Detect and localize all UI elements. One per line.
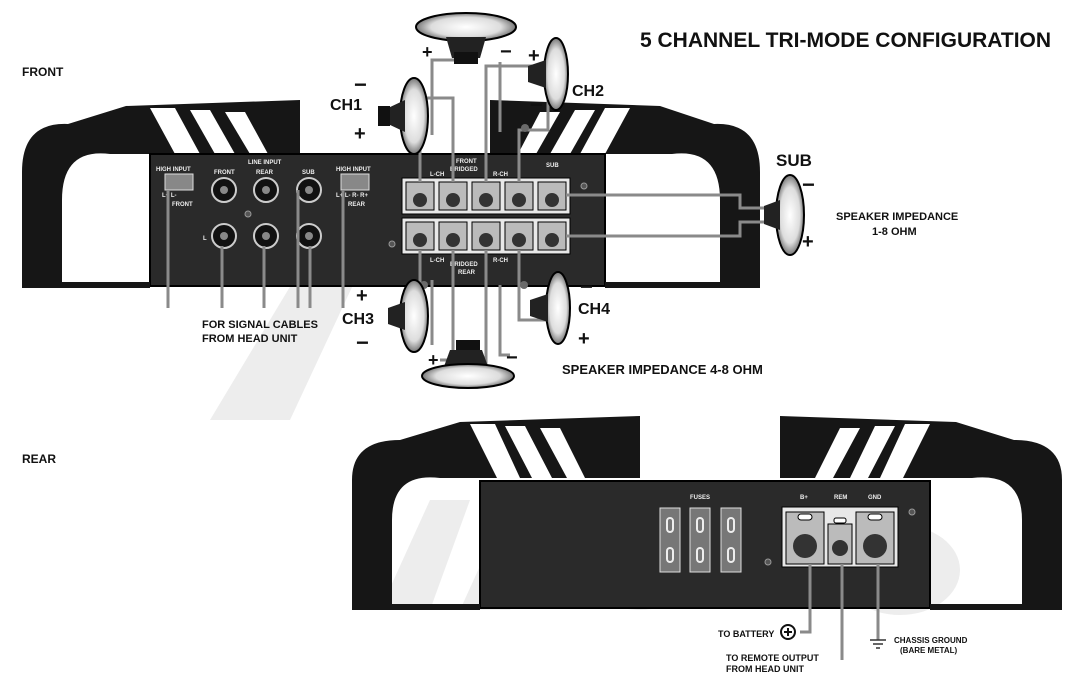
speaker-rear-bridged bbox=[421, 340, 515, 389]
rear-bridged-plus: + bbox=[428, 350, 439, 370]
rear-bridged-minus: − bbox=[506, 347, 518, 369]
terminal-lch-label: L-CH bbox=[430, 172, 444, 178]
remote-line2: FROM HEAD UNIT bbox=[726, 664, 804, 674]
ch2-plus: + bbox=[528, 45, 540, 67]
ground-icon bbox=[870, 639, 886, 649]
sub-impedance-line2: 1-8 OHM bbox=[872, 226, 917, 238]
speaker-ch2 bbox=[528, 37, 569, 111]
high-input-front-title: HIGH INPUT bbox=[156, 167, 191, 173]
sub-label: SUB bbox=[776, 151, 812, 170]
high-input-front-connector[interactable] bbox=[164, 173, 194, 191]
terminal-front-label: FRONT bbox=[456, 159, 477, 165]
remote-line1: TO REMOTE OUTPUT bbox=[726, 653, 819, 663]
speaker-ch1 bbox=[378, 77, 429, 155]
chassis-ground-line1: CHASSIS GROUND bbox=[894, 636, 968, 645]
ch3-minus: − bbox=[356, 330, 369, 355]
terminal-bottom-lch-label: L-CH bbox=[430, 258, 444, 264]
terminal-bottom-bridged-label: BRIDGED bbox=[450, 262, 478, 268]
terminal-sub-label: SUB bbox=[546, 163, 559, 169]
speaker-ch3 bbox=[388, 279, 429, 353]
front-bridged-minus: − bbox=[500, 41, 512, 63]
terminal-bridged-label: BRIDGED bbox=[450, 167, 478, 173]
fuses-label: FUSES bbox=[690, 495, 710, 501]
line-input-label: LINE INPUT bbox=[248, 160, 282, 166]
speaker-sub bbox=[764, 174, 805, 256]
front-section-label: FRONT bbox=[22, 65, 64, 79]
high-input-rear-connector[interactable] bbox=[340, 173, 370, 191]
rear-rca-label: REAR bbox=[256, 170, 274, 176]
l-channel-label: L bbox=[203, 236, 207, 242]
ch1-plus: + bbox=[354, 123, 366, 145]
ch1-label: CH1 bbox=[330, 97, 362, 114]
gnd-label: GND bbox=[868, 495, 882, 501]
fuse-2[interactable] bbox=[689, 507, 711, 573]
bplus-label: B+ bbox=[800, 495, 808, 501]
ch4-minus: − bbox=[580, 274, 593, 299]
high-input-rear-pins: L+ L- R- R+ bbox=[336, 193, 368, 199]
ch2-label: CH2 bbox=[572, 83, 604, 100]
rear-section-label: REAR bbox=[22, 452, 56, 466]
chassis-ground-line2: (BARE METAL) bbox=[900, 646, 958, 655]
ch4-plus: + bbox=[578, 328, 590, 350]
high-input-rear-sub: REAR bbox=[348, 202, 366, 208]
fuse-1[interactable] bbox=[659, 507, 681, 573]
sub-impedance-line1: SPEAKER IMPEDANCE bbox=[836, 211, 958, 223]
high-input-rear-title: HIGH INPUT bbox=[336, 167, 371, 173]
ch1-minus: − bbox=[354, 72, 367, 97]
ch4-label: CH4 bbox=[578, 301, 610, 318]
power-wires bbox=[800, 564, 880, 660]
sub-plus: + bbox=[802, 231, 814, 253]
sub-rca-label: SUB bbox=[302, 170, 315, 176]
fuses bbox=[659, 507, 742, 573]
front-bridged-plus: + bbox=[422, 42, 433, 62]
speaker-front-bridged bbox=[415, 12, 517, 64]
sub-minus: − bbox=[802, 172, 815, 197]
speaker-impedance-note: SPEAKER IMPEDANCE 4-8 OHM bbox=[562, 362, 763, 377]
to-battery-label: TO BATTERY bbox=[718, 629, 774, 639]
ch2-minus: − bbox=[530, 92, 543, 117]
speaker-ch4 bbox=[530, 271, 571, 345]
speaker-terminal-block bbox=[401, 177, 571, 255]
signal-cables-line1: FOR SIGNAL CABLES bbox=[202, 319, 318, 331]
terminal-bottom-rear-label: REAR bbox=[458, 270, 476, 276]
diagram-title: 5 CHANNEL TRI-MODE CONFIGURATION bbox=[640, 29, 1051, 52]
front-rca-label: FRONT bbox=[214, 170, 235, 176]
fuse-3[interactable] bbox=[720, 507, 742, 573]
terminal-bottom-rch-label: R-CH bbox=[493, 258, 508, 264]
rem-label: REM bbox=[834, 495, 847, 501]
terminal-rch-label: R-CH bbox=[493, 172, 508, 178]
ch3-label: CH3 bbox=[342, 311, 374, 328]
power-terminal-block bbox=[781, 506, 899, 568]
high-input-front-sub: FRONT bbox=[172, 202, 193, 208]
ch3-plus: + bbox=[356, 285, 368, 307]
signal-cables-line2: FROM HEAD UNIT bbox=[202, 333, 298, 345]
battery-plus-icon bbox=[780, 624, 796, 640]
